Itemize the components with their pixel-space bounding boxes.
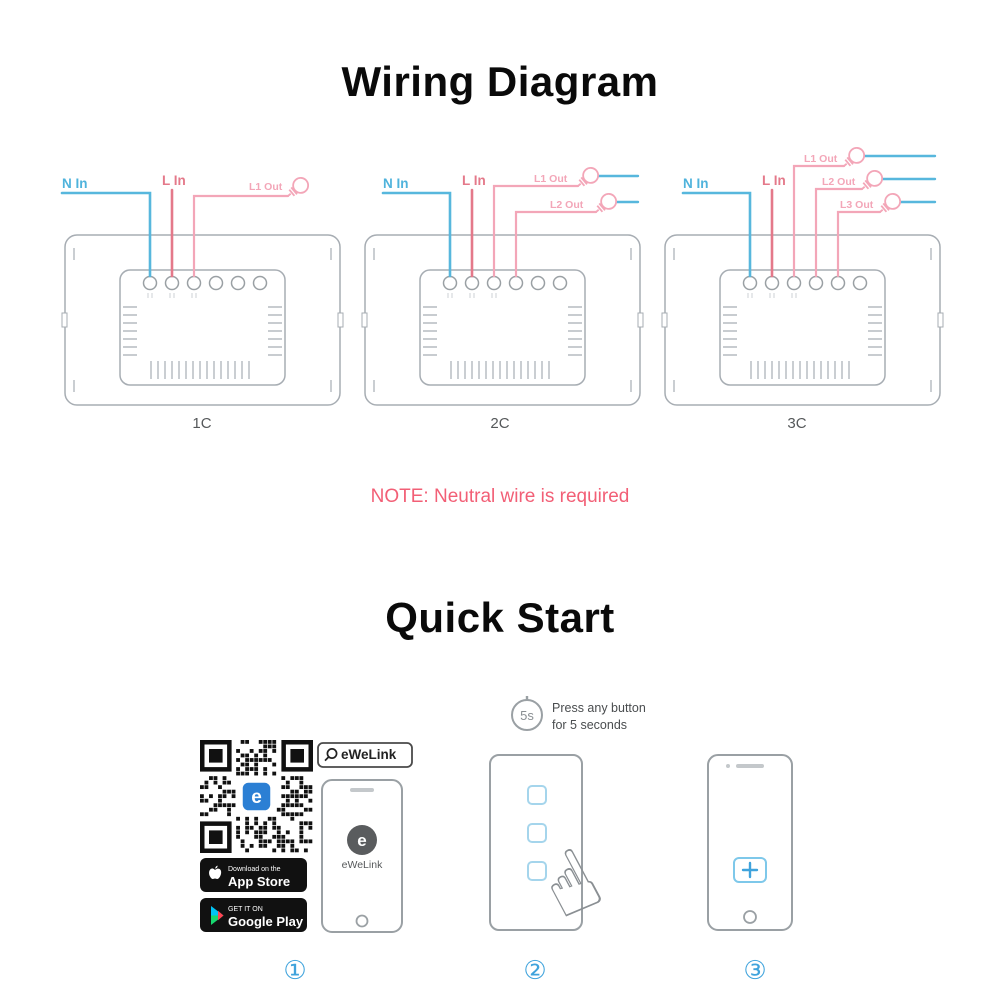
load-wire-l1: [192, 194, 290, 278]
phone-camera: [726, 764, 730, 768]
ewelink-app-icon-letter: e: [357, 831, 366, 850]
load-wire-l2: [814, 187, 864, 278]
diagram-label-1c: 1C: [192, 415, 211, 432]
live-in-label: L In: [162, 173, 186, 188]
phone-home-button: [355, 914, 369, 928]
quick-step-2: 5s Press any button for 5 seconds ☝: [489, 696, 646, 941]
app-search-bar: eWeLink: [317, 742, 413, 768]
quick-step-1: e eWeLink Download on the App Store: [197, 737, 413, 933]
google-play-name: Google Play: [228, 914, 304, 929]
touch-button-3[interactable]: [527, 861, 547, 881]
press-instruction-line1: Press any button: [552, 701, 646, 715]
timer-icon: 5s: [511, 696, 543, 731]
l2-out-label: L2 Out: [550, 199, 584, 211]
touch-button-2[interactable]: [527, 823, 547, 843]
switch-body-2c: [361, 234, 644, 406]
step-number-3: ③: [743, 956, 767, 986]
l1-out-label: L1 Out: [804, 153, 838, 165]
qr-code: e: [197, 737, 316, 856]
google-play-tagline: GET IT ON: [228, 906, 263, 913]
touch-button-1[interactable]: [527, 785, 547, 805]
ewelink-logo-letter: e: [251, 787, 262, 808]
quick-start-canvas: e eWeLink Download on the App Store: [197, 696, 793, 941]
live-in-label: L In: [762, 173, 786, 188]
neutral-in-label: N In: [383, 176, 409, 191]
google-play-badge: GET IT ON Google Play: [200, 898, 307, 932]
google-play-icon: [211, 906, 224, 925]
phone-speaker: [350, 788, 374, 792]
ewelink-app-icon: [347, 825, 377, 855]
wiring-title: Wiring Diagram: [341, 58, 659, 105]
l1-out-label: L1 Out: [534, 173, 568, 185]
app-store-badge: Download on the App Store: [200, 858, 307, 892]
wiring-diagram-2c: N In L In L1 Out L2 Out 2C: [361, 163, 644, 432]
diagram-label-3c: 3C: [787, 415, 806, 432]
search-app-name: eWeLink: [341, 747, 397, 762]
phone-body: [707, 754, 793, 931]
add-device-button[interactable]: [733, 857, 767, 883]
switch-panel: [489, 754, 583, 931]
app-store-name: App Store: [228, 874, 290, 889]
neutral-wire: [381, 191, 452, 278]
quick-step-3: [707, 754, 793, 931]
bulb-icon: [856, 166, 887, 196]
phone-speaker: [736, 764, 764, 768]
phone-with-app: e eWeLink: [321, 779, 403, 933]
neutral-in-label: N In: [683, 176, 709, 191]
load-wire-l3: [836, 210, 882, 278]
bulb-icon: [874, 189, 905, 219]
press-instruction-line2: for 5 seconds: [552, 718, 627, 732]
app-store-tagline: Download on the: [228, 866, 281, 873]
ewelink-logo-badge: [240, 780, 273, 813]
apple-icon: [209, 865, 222, 879]
quick-start-title: Quick Start: [385, 594, 615, 641]
qr-finder-patterns: [200, 740, 313, 853]
switch-body-1c: [61, 234, 344, 406]
neutral-wire-note: NOTE: Neutral wire is required: [370, 486, 630, 507]
bulb-icon: [572, 163, 603, 193]
ewelink-app-name: eWeLink: [342, 859, 383, 871]
bulb-icon: [838, 143, 869, 173]
neutral-wire: [60, 191, 152, 278]
bulb-icon: [590, 189, 621, 219]
l3-out-label: L3 Out: [840, 199, 874, 211]
wiring-diagram-3c: N In L In L1 Out L2 Out L3 Out 3C: [661, 143, 944, 432]
load-wire-l1: [492, 184, 580, 278]
step-number-2: ②: [523, 956, 547, 986]
wiring-diagram-1c: N In L In L1 Out 1C: [60, 173, 344, 432]
bulb-icon: [282, 173, 313, 203]
search-icon: [324, 748, 338, 762]
qr-cells: [200, 740, 313, 853]
timer-label: 5s: [520, 708, 534, 723]
live-in-label: L In: [462, 173, 486, 188]
diagram-label-2c: 2C: [490, 415, 509, 432]
phone-home-button: [743, 910, 757, 924]
load-wire-l1: [792, 164, 846, 278]
plus-icon: [741, 861, 759, 879]
l2-out-label: L2 Out: [822, 176, 856, 188]
wiring-diagram-canvas: N In L In L1 Out 1C N In L In L1 Out L2 …: [60, 143, 944, 432]
step-number-1: ①: [283, 956, 307, 986]
neutral-wire: [681, 191, 752, 278]
neutral-in-label: N In: [62, 176, 88, 191]
load-wire-l2: [514, 210, 598, 278]
switch-body-3c: [661, 234, 944, 406]
l1-out-label: L1 Out: [249, 181, 283, 193]
